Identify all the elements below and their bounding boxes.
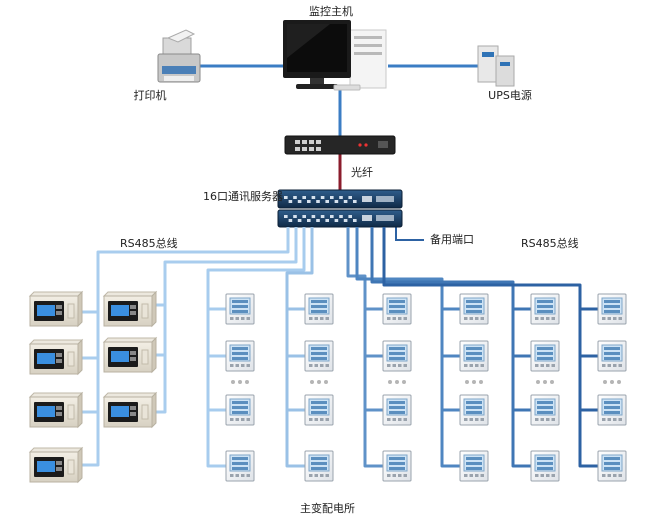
rs485-bus [150,227,298,414]
rs485-left-label: RS485总线 [120,236,178,250]
rs485-bus [355,227,460,468]
protection-relay-icon [28,446,84,484]
ellipsis-dot [472,380,476,384]
ellipsis-dot [310,380,314,384]
rs485-bus-lines [80,227,598,468]
rs485-bus [382,227,598,468]
ellipsis-dot [388,380,392,384]
power-meter-icon [530,450,560,482]
power-meter-icon [304,450,334,482]
power-meter-icon [225,293,255,325]
protection-relay-icon [28,391,84,429]
comm-server-label: 16口通讯服务器 [203,190,283,203]
rs485-right-label: RS485总线 [521,236,579,250]
printer-icon [157,29,201,83]
power-meter-icon [530,394,560,426]
protection-relay-icon [28,338,84,376]
ellipsis-dot [543,380,547,384]
rs485-bus [285,227,314,468]
protection-relays [28,290,158,484]
power-meter-icon [382,394,412,426]
network-switch-icon [284,135,396,155]
power-meter-icon [597,394,627,426]
power-meter-icon [597,340,627,372]
ups-label: UPS电源 [488,88,532,102]
ellipsis-dot [550,380,554,384]
power-meter-icon [382,340,412,372]
protection-relay-icon [102,336,158,374]
protection-relay-icon [102,391,158,429]
ellipsis-dot [317,380,321,384]
power-meters [225,293,627,482]
ellipsis-dot [479,380,483,384]
power-meter-icon [459,340,489,372]
ellipsis-dot [603,380,607,384]
ellipsis-dot [395,380,399,384]
fiber-label: 光纤 [351,165,373,179]
serial-server-icon [277,189,403,228]
power-meter-icon [459,293,489,325]
ellipsis-dot [324,380,328,384]
power-meter-icon [459,450,489,482]
rs485-bus [80,227,290,467]
ellipsis-dot [245,380,249,384]
power-meter-icon [382,450,412,482]
power-meter-icon [225,394,255,426]
ellipsis-dot [231,380,235,384]
power-meter-icon [225,340,255,372]
power-meter-icon [459,394,489,426]
desktop-computer-icon [283,20,387,91]
printer-label: 打印机 [134,88,167,102]
power-meter-icon [304,293,334,325]
power-meter-icon [597,293,627,325]
power-meter-icon [304,340,334,372]
power-meter-icon [530,293,560,325]
power-meter-icon [225,450,255,482]
ellipsis-dot [610,380,614,384]
protection-relay-icon [102,290,158,328]
power-meter-icon [382,293,412,325]
ups-power-icon [477,45,515,87]
ellipsis-dot [536,380,540,384]
ellipsis-dot [465,380,469,384]
spare-port-link [395,224,424,241]
rs485-bus [370,227,531,468]
protection-relay-icon [28,290,84,328]
substation-label: 主变配电所 [300,501,355,515]
power-meter-icon [304,394,334,426]
spare-port-label: 备用端口 [430,232,474,246]
ellipsis-dot [238,380,242,384]
top-connections [200,64,478,241]
ellipsis-dot [617,380,621,384]
rs485-bus [346,227,383,468]
more-devices-indicators [231,380,621,384]
power-meter-icon [530,340,560,372]
rs485-bus [206,227,306,468]
ellipsis-dot [402,380,406,384]
monitor-host-label: 监控主机 [309,4,353,18]
power-meter-icon [597,450,627,482]
